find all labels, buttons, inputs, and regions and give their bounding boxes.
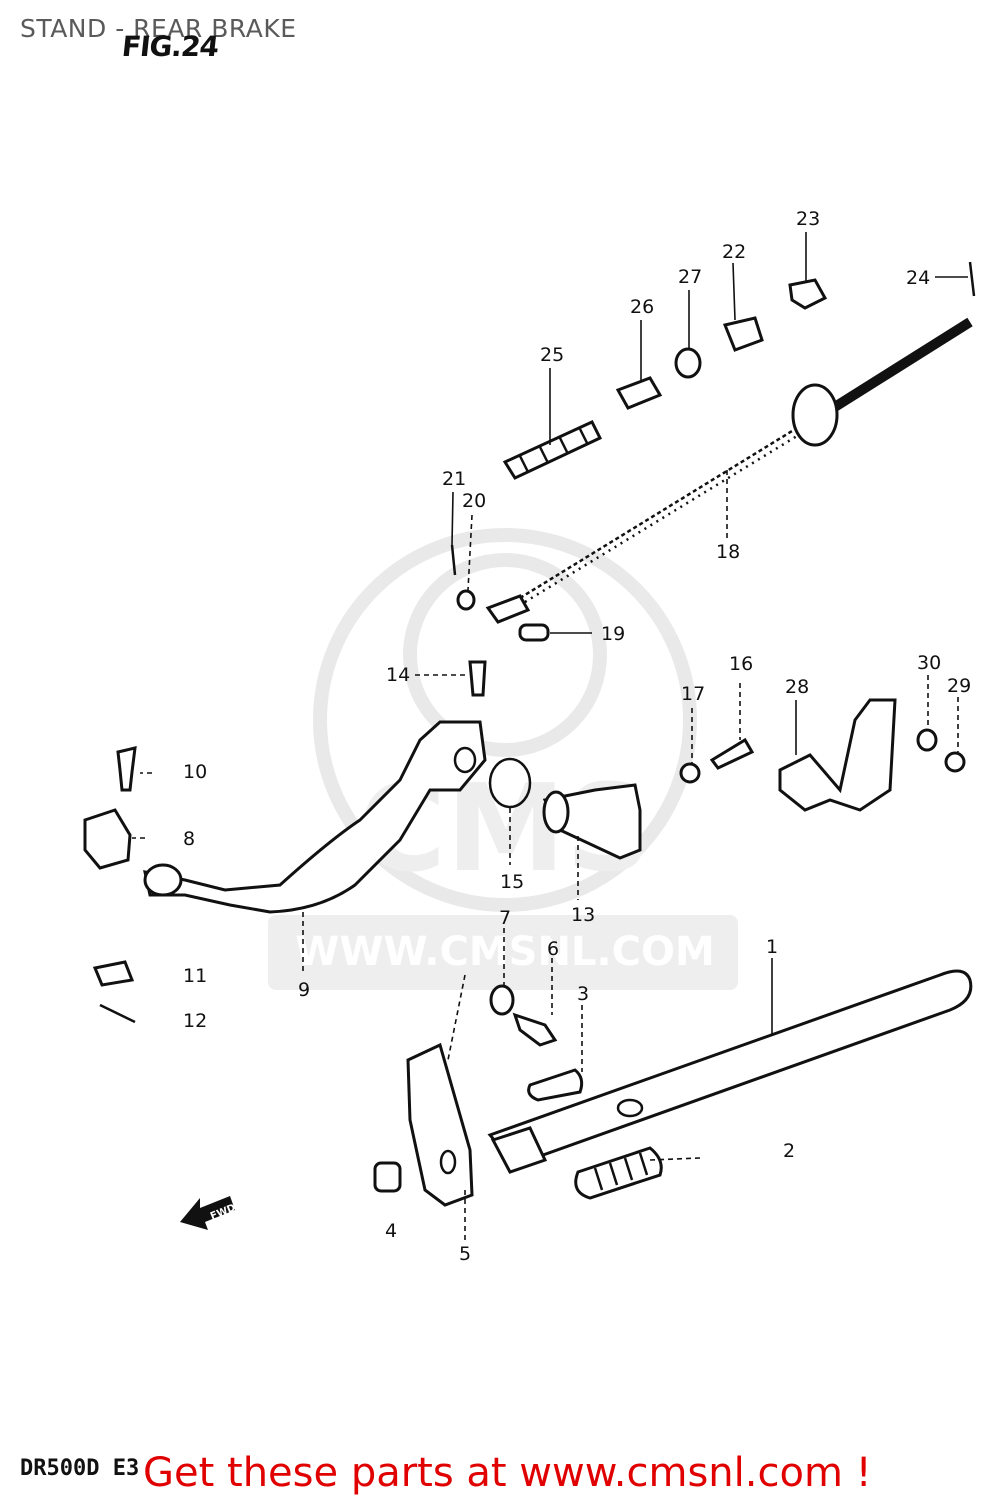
part-nut-23 (788, 278, 828, 310)
part-pin-19 (518, 623, 550, 642)
part-bracket-28 (778, 698, 897, 812)
part-spring-25 (502, 420, 603, 480)
callout-13: 13 (571, 904, 595, 926)
callout-23: 23 (796, 208, 820, 230)
callout-26: 26 (630, 296, 654, 318)
part-washer-17 (679, 762, 701, 784)
callout-12: 12 (183, 1010, 207, 1032)
callout-22: 22 (722, 241, 746, 263)
callout-2: 2 (783, 1140, 795, 1162)
callout-6: 6 (547, 938, 559, 960)
part-spring-11 (92, 960, 135, 987)
callout-7: 7 (499, 907, 511, 929)
part-brake-rod (485, 317, 973, 624)
part-brake-shaft (542, 783, 642, 860)
callout-15: 15 (500, 871, 524, 893)
part-pin (527, 1068, 584, 1102)
callout-14: 14 (386, 664, 410, 686)
callout-16: 16 (729, 653, 753, 675)
callout-10: 10 (183, 761, 207, 783)
callout-24: 24 (906, 267, 930, 289)
callout-20: 20 (462, 490, 486, 512)
callout-25: 25 (540, 344, 564, 366)
part-washer-20 (456, 589, 476, 611)
part-pin-22 (722, 316, 764, 352)
callout-11: 11 (183, 965, 207, 987)
watermark-url: WWW.CMSNL.COM (295, 929, 715, 975)
part-nut (373, 1161, 402, 1193)
part-cotter-12 (99, 1003, 136, 1024)
callout-5: 5 (459, 1243, 471, 1265)
callout-17: 17 (681, 683, 705, 705)
part-cotter-21 (450, 544, 457, 576)
part-bolt-10 (116, 746, 137, 792)
page-title: STAND - REAR BRAKE (20, 14, 297, 43)
fwd-arrow-icon: FWD (180, 1196, 237, 1230)
callout-19: 19 (601, 623, 625, 645)
callout-18: 18 (716, 541, 740, 563)
part-washer-30 (916, 728, 938, 752)
part-clamp (83, 808, 132, 870)
callout-28: 28 (785, 676, 809, 698)
leader-lines (132, 232, 968, 1240)
shop-link[interactable]: Get these parts at www.cmsnl.com ! (143, 1450, 872, 1496)
part-side-stand (487, 969, 973, 1167)
callout-9: 9 (298, 979, 310, 1001)
part-collar-26 (615, 376, 663, 410)
callout-4: 4 (385, 1220, 397, 1242)
part-rubber-grip (574, 1146, 663, 1200)
part-bolt-14 (468, 660, 487, 697)
part-bolt-29 (944, 751, 966, 773)
callout-21: 21 (442, 468, 466, 490)
part-washer-7 (489, 984, 515, 1016)
callout-3: 3 (577, 983, 589, 1005)
callout-29: 29 (947, 675, 971, 697)
part-washer-27 (674, 347, 702, 379)
part-clip-24 (968, 261, 976, 297)
callout-labels: 1 2 3 4 5 6 7 8 9 10 11 12 13 14 15 16 1… (183, 208, 971, 1265)
part-bolt-6 (512, 1012, 558, 1047)
callout-27: 27 (678, 266, 702, 288)
model-code: DR500D E3 (20, 1456, 140, 1481)
part-circlip (488, 757, 532, 809)
part-brake-pedal (143, 720, 487, 914)
callout-1: 1 (766, 936, 778, 958)
part-stand-bracket (406, 1042, 548, 1207)
callout-8: 8 (183, 828, 195, 850)
part-bolt-16 (709, 737, 755, 770)
callout-30: 30 (917, 652, 941, 674)
